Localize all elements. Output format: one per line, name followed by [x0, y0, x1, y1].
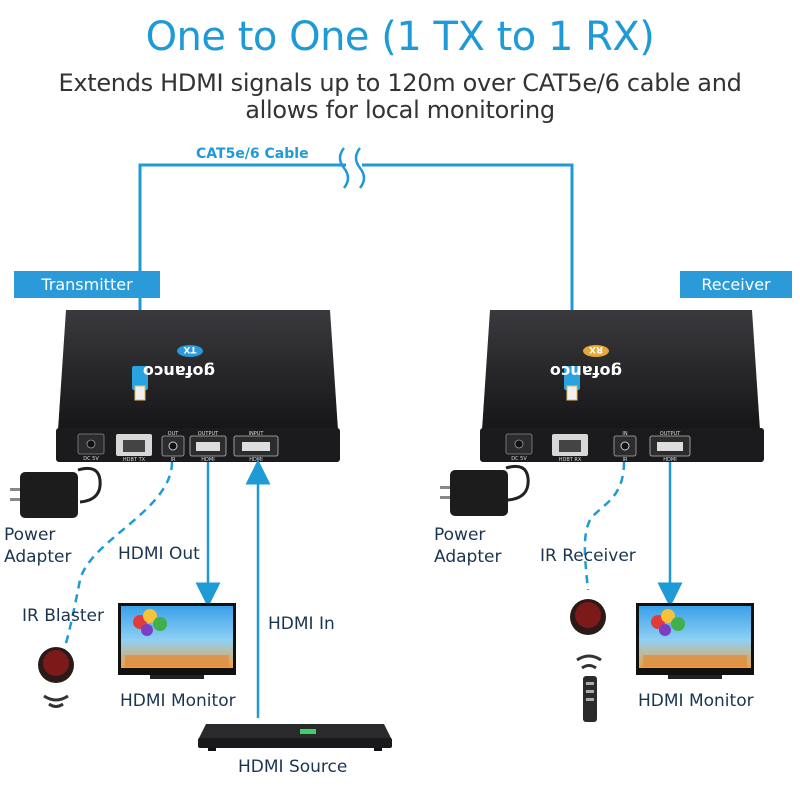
tx-port-label-hdmi-out: HDMI — [201, 457, 214, 463]
tx-badge — [177, 345, 203, 357]
rx-port-label-hdbt: HDBT RX — [559, 457, 582, 463]
receiver-tag: Receiver — [680, 271, 792, 298]
cable-break-left — [338, 147, 350, 189]
tx-port-label-input: INPUT — [249, 431, 265, 437]
cable-label: CAT5e/6 Cable — [196, 146, 309, 162]
transmitter-tag: Transmitter — [14, 271, 160, 298]
hdmi-in-label: HDMI In — [268, 614, 335, 634]
rx-power-adapter-label: Power Adapter — [434, 525, 502, 567]
rx-port-label-hdmi: HDMI — [663, 457, 676, 463]
rx-port-label-dc: DC 5V — [511, 456, 527, 462]
ir-blaster-label: IR Blaster — [22, 606, 105, 626]
rx-hdmi-monitor-label: HDMI Monitor — [638, 691, 754, 711]
tx-brand: gofanco — [143, 362, 215, 381]
hdmi-source-icon — [198, 724, 392, 751]
page-title: One to One (1 TX to 1 RX) — [145, 14, 655, 60]
ir-blaster-cable — [62, 461, 174, 651]
tx-power-adapter-icon — [10, 466, 102, 518]
rx-badge — [583, 345, 609, 357]
rx-power-adapter-icon — [440, 464, 530, 516]
ir-blaster-icon — [38, 647, 74, 708]
ir-receiver-label: IR Receiver — [540, 546, 636, 566]
remote-control-icon — [576, 654, 602, 722]
rx-brand: gofanco — [550, 362, 622, 381]
rx-port-label-in: IN — [622, 431, 627, 437]
rx-port-label-output: OUTPUT — [660, 431, 681, 437]
rx-port-label-ir: IR — [623, 457, 628, 463]
tx-port-label-hdmi-in: HDMI — [249, 457, 262, 463]
tx-port-label-out: OUT — [168, 431, 180, 437]
tx-port-label-output: OUTPUT — [198, 431, 219, 437]
receiver-device — [480, 310, 764, 462]
ir-receiver-icon — [570, 599, 606, 635]
rx-cable-plug — [564, 366, 580, 390]
ir-receiver-cable — [583, 461, 626, 591]
hdmi-source-label: HDMI Source — [238, 757, 348, 777]
tx-power-adapter-label: Power Adapter — [4, 525, 72, 567]
transmitter-device — [56, 310, 340, 462]
rx-badge-text: RX — [589, 344, 603, 354]
tx-hdmi-out-label: HDMI Out — [118, 544, 200, 564]
tx-badge-text: TX — [183, 344, 196, 354]
page-subtitle: Extends HDMI signals up to 120m over CAT… — [58, 69, 742, 124]
tx-cable-plug — [132, 366, 148, 390]
tx-port-label-ir: IR — [171, 457, 176, 463]
tx-port-label-dc: DC 5V — [83, 456, 99, 462]
tx-monitor-icon — [118, 603, 236, 679]
tx-hdmi-monitor-label: HDMI Monitor — [120, 691, 236, 711]
tx-port-label-hdbt: HDBT TX — [123, 457, 146, 463]
cable-break-right — [354, 147, 366, 189]
rx-monitor-icon — [636, 603, 754, 679]
